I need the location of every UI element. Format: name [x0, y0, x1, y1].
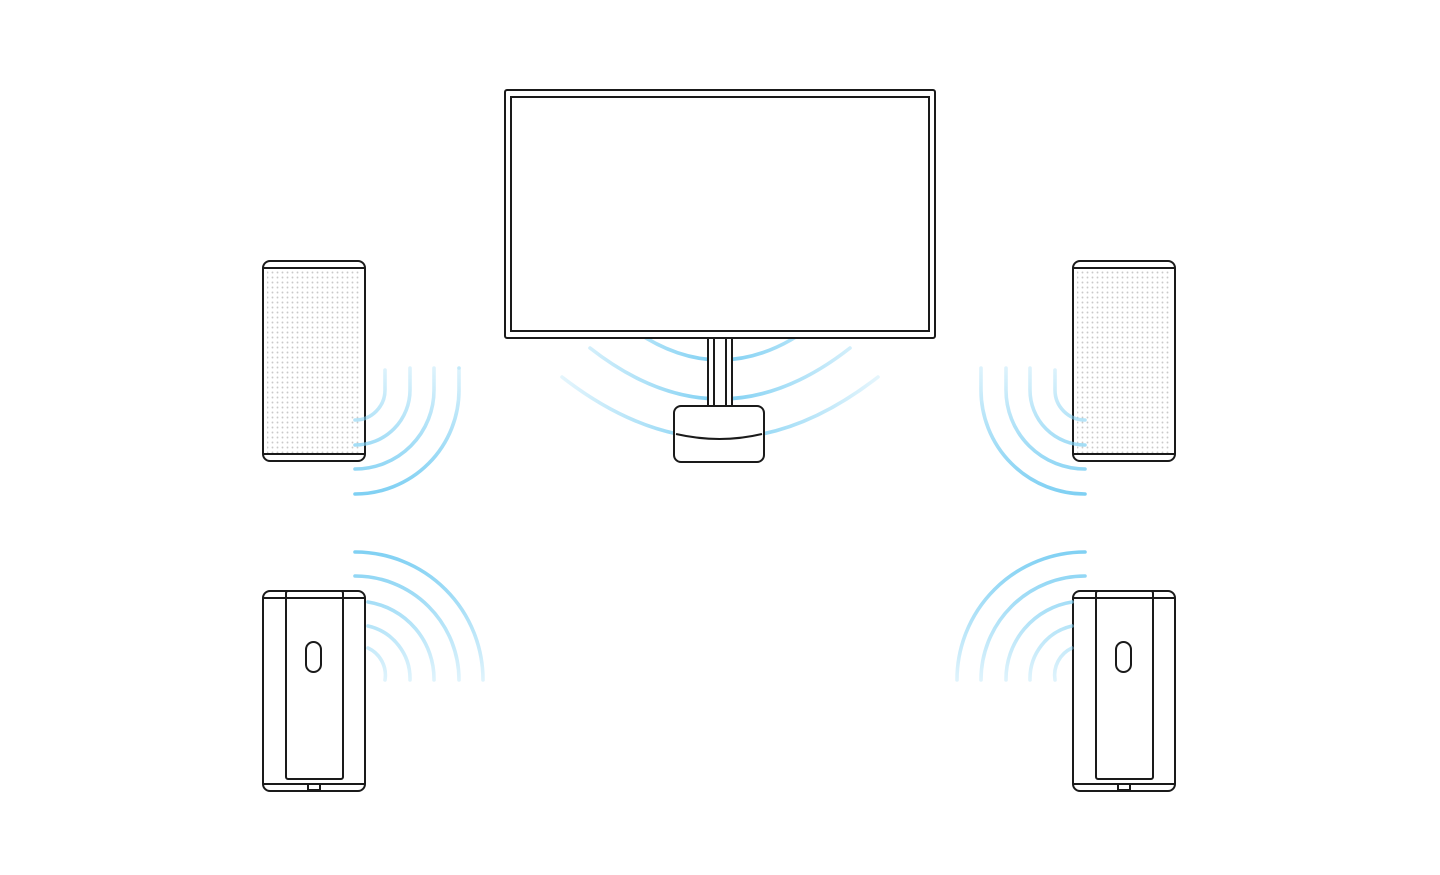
front-right-signal-waves [979, 366, 1087, 496]
speaker-port [305, 641, 322, 673]
wireless-hub-icon [673, 405, 765, 463]
speaker-port [1115, 641, 1132, 673]
speaker-back-icon [1072, 590, 1176, 792]
rear-left-signal-waves [353, 550, 485, 682]
speaker-back-icon [262, 590, 366, 792]
speaker-grille-icon [262, 260, 366, 462]
front-left-signal-waves [353, 366, 461, 496]
tv-stand [707, 337, 733, 407]
rear-right-speaker [955, 550, 1176, 792]
rear-left-speaker [262, 550, 485, 792]
speaker-grille-icon [1072, 260, 1176, 462]
front-right-speaker [979, 260, 1176, 496]
rear-right-signal-waves [955, 550, 1087, 682]
television-icon [504, 89, 936, 407]
front-left-speaker [262, 260, 461, 496]
